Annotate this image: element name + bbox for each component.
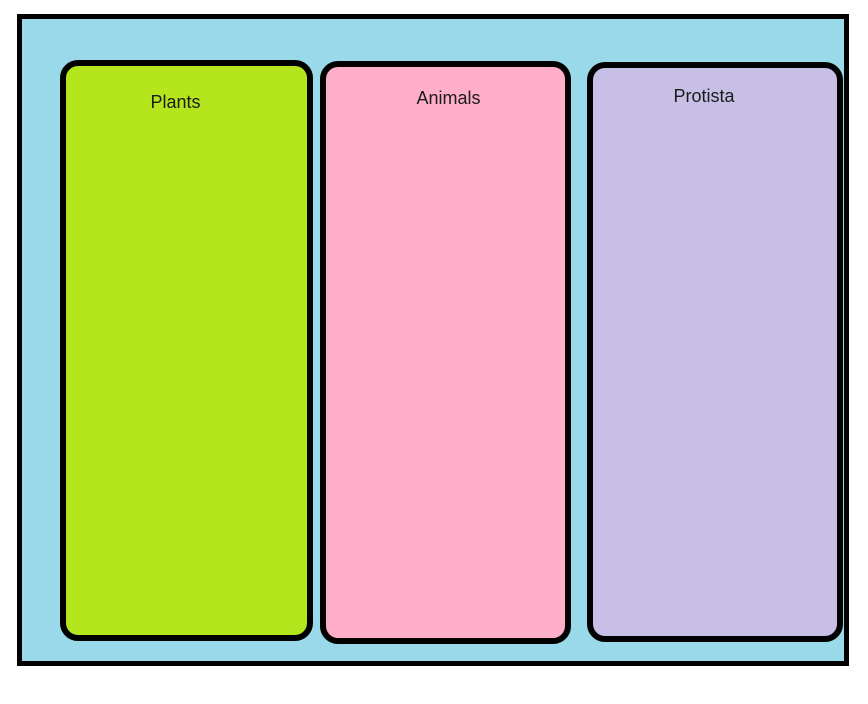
column-animals-label: Animals: [416, 88, 481, 108]
column-protista: Protista: [587, 62, 843, 642]
column-plants-label: Plants: [150, 92, 201, 112]
column-protista-label: Protista: [673, 86, 735, 106]
column-animals: Animals: [320, 61, 571, 644]
column-plants: Plants: [60, 60, 313, 641]
kingdom-board: Plants Animals Protista: [17, 14, 849, 666]
